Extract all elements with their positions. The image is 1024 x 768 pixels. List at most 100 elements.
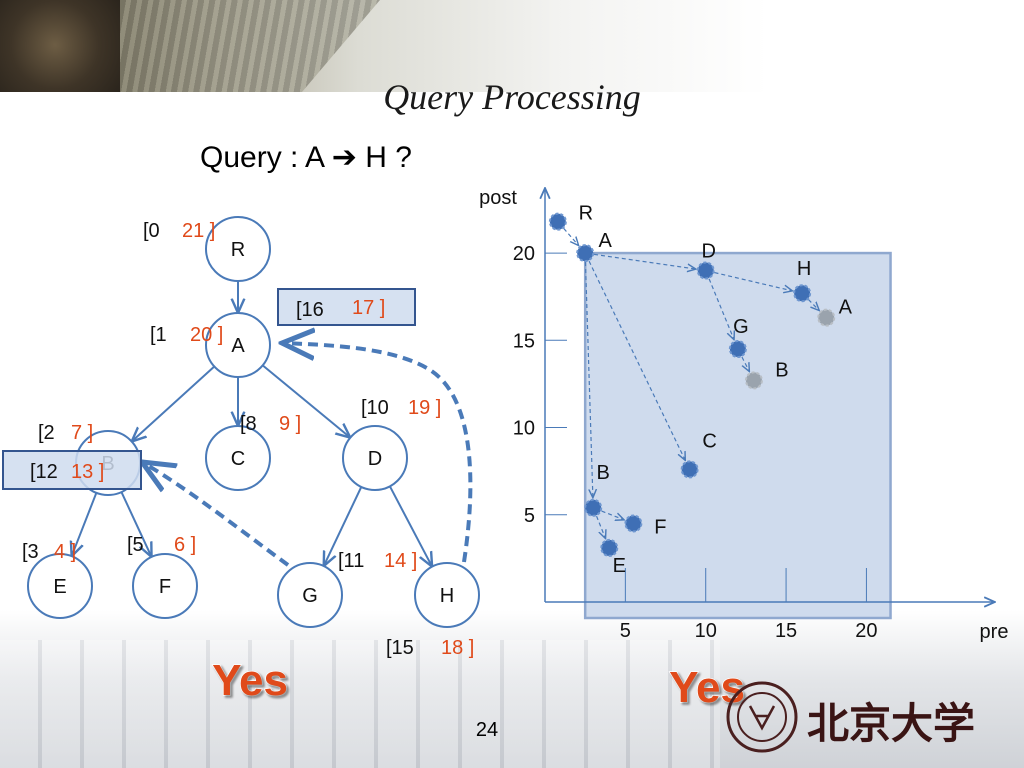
plot-point-e (600, 538, 619, 557)
plot-arrow-r-a (563, 228, 579, 245)
plot-point-a-ghost (817, 308, 836, 327)
plot-arrow-g-b (741, 356, 749, 371)
tree-link-g-b (142, 462, 290, 567)
plot-point-b-ghost (744, 371, 763, 390)
tree-edge-d-g (324, 486, 363, 566)
link-interval-post: 13 ] (71, 461, 104, 483)
tree-node-pre: [3 (22, 541, 39, 563)
logo-seal-inner (737, 692, 787, 742)
tree-node-label: R (231, 239, 245, 261)
plot-point-label: B (597, 462, 610, 484)
plot-point-f (624, 514, 643, 533)
slide-title: Query Processing (383, 77, 641, 117)
tree-node-g (277, 562, 343, 628)
plot-point-label: E (613, 555, 626, 577)
tree-edge-b-f (120, 491, 151, 557)
plot-point-g (728, 340, 747, 359)
tree-node-post: 18 ] (441, 637, 474, 659)
tree-edge-d-h (389, 485, 432, 566)
link-interval-post: 17 ] (352, 297, 385, 319)
plot-point-h (793, 284, 812, 303)
header-banner (0, 0, 1024, 92)
tree-node-post: 7 ] (71, 422, 93, 444)
plot-point-b (584, 498, 603, 517)
tree-node-a (205, 312, 271, 378)
tree-node-post: 6 ] (174, 534, 196, 556)
tree-node-e (27, 553, 93, 619)
y-tick-label: 15 (513, 330, 535, 352)
plot-point-label: F (654, 516, 666, 538)
footer-background (0, 610, 1024, 768)
tree-node-pre: [5 (127, 534, 144, 556)
link-interval-box-g (2, 450, 142, 490)
query-region (583, 251, 892, 620)
tree-node-post: 9 ] (279, 413, 301, 435)
logo-seal-emblem (748, 705, 776, 731)
tree-node-label: A (231, 335, 245, 357)
x-tick-label: 10 (695, 620, 717, 642)
tree-node-pre: [8 (240, 413, 257, 435)
tree-node-d (342, 425, 408, 491)
plot-point-c (680, 460, 699, 479)
plot-point-r (548, 212, 567, 231)
x-tick-label: 15 (775, 620, 797, 642)
tree-node-pre: [15 (386, 637, 414, 659)
x-tick-label: 5 (620, 620, 631, 642)
page-number: 24 (476, 719, 498, 741)
link-interval-pre: [12 (30, 461, 58, 483)
plot-arrow-h-a (808, 299, 819, 311)
university-logo: 北京大学 (726, 681, 975, 753)
plot-point-a (576, 244, 595, 263)
tree-node-pre: [2 (38, 422, 55, 444)
plot-arrow-a-c (588, 260, 685, 460)
tree-node-post: 14 ] (384, 550, 417, 572)
plot-arrow-a-b (584, 262, 592, 498)
tree-node-f (132, 553, 198, 619)
tree-node-label: D (368, 448, 382, 470)
tree-node-pre: [0 (143, 220, 160, 242)
plot-point-d (696, 261, 715, 280)
x-tick-label: 20 (855, 620, 877, 642)
y-tick-label: 20 (513, 243, 535, 265)
tree-edge-a-b (132, 365, 215, 442)
y-tick-label: 10 (513, 418, 535, 440)
plot-point-label: G (733, 316, 749, 338)
tree-node-post: 20 ] (190, 324, 223, 346)
keyboard-photo (0, 640, 720, 768)
tree-answer-yes: Yes (212, 656, 288, 705)
y-tick-label: 5 (524, 505, 535, 527)
tree-edge-a-d (262, 364, 351, 437)
plot-point-label: D (701, 241, 715, 263)
tree-node-label: G (302, 585, 318, 607)
tree-node-post: 19 ] (408, 397, 441, 419)
tree-node-pre: [1 (150, 324, 167, 346)
plot-point-label: H (797, 258, 811, 280)
link-interval-pre: [16 (296, 299, 324, 321)
tree-edge-b-e (72, 492, 98, 556)
logo-wordmark: 北京大学 (807, 700, 975, 747)
query-text: Query : A ➔ H ? (200, 141, 412, 174)
plot-point-label: C (702, 430, 716, 452)
plot-point-label: A (599, 230, 613, 252)
tree-node-pre: [10 (361, 397, 389, 419)
tree-node-label: F (159, 576, 171, 598)
tree-node-post: 21 ] (182, 220, 215, 242)
tree-node-h (414, 562, 480, 628)
tree-node-label: E (53, 576, 66, 598)
tree-node-post: 4 ] (54, 541, 76, 563)
plot-point-label: R (579, 203, 593, 225)
x-axis-label: pre (980, 621, 1009, 643)
plot-arrow-d-g (708, 278, 734, 340)
tree-node-label: C (231, 448, 245, 470)
plot-point-label: B (775, 359, 788, 381)
tree-node-label: H (440, 585, 454, 607)
tree-node-c (205, 425, 271, 491)
plot-point-label: A (839, 297, 853, 319)
stone-lion-photo (0, 0, 120, 92)
plot-answer-yes: Yes (669, 663, 745, 712)
plot-arrow-d-h (714, 271, 792, 291)
plot-arrow-a-d (593, 253, 696, 269)
